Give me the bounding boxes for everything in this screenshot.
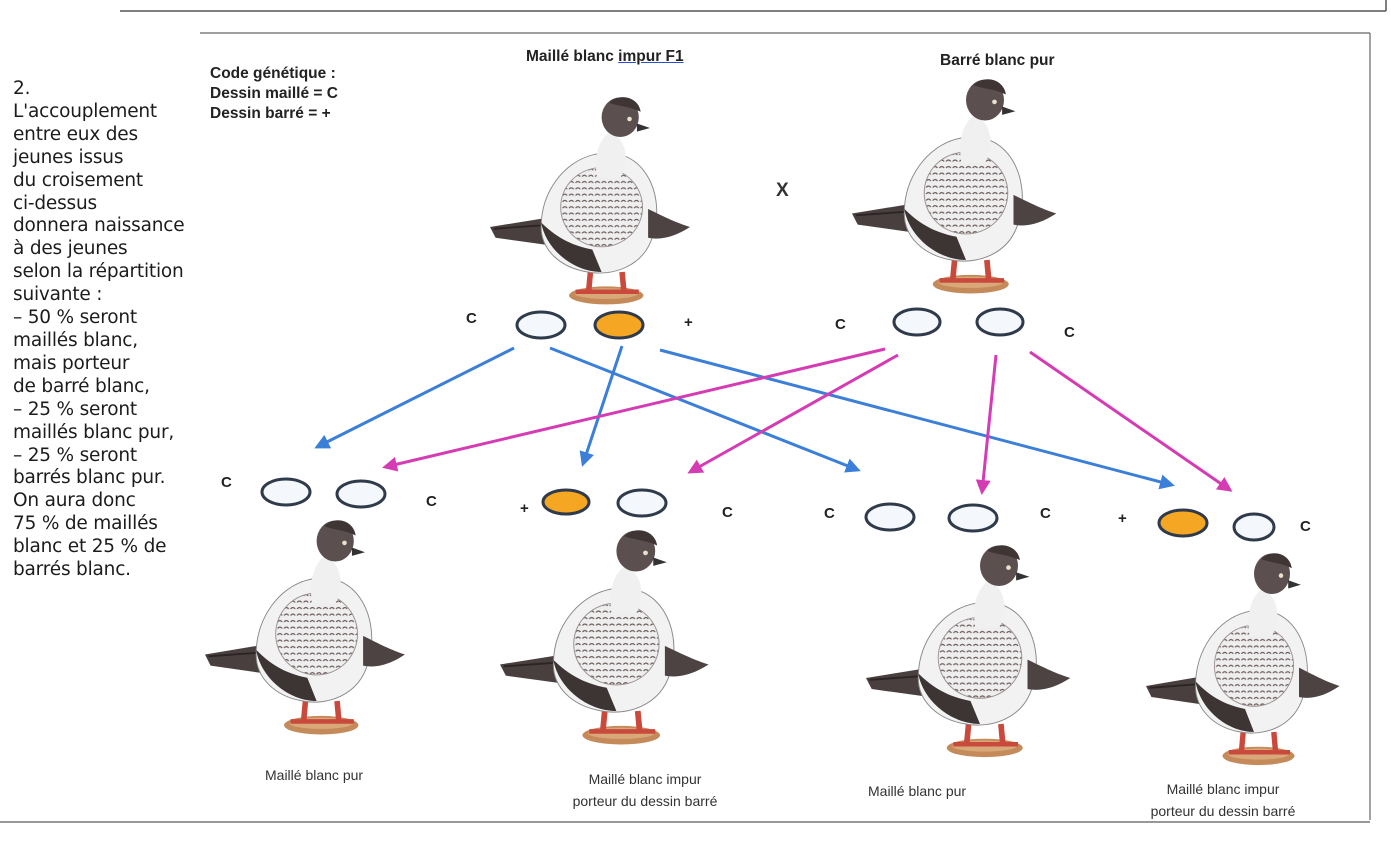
allele-oval-parent-right-2 <box>975 307 1025 337</box>
allele-oval-child4-1 <box>1157 508 1209 538</box>
explanation-line: blanc et 25 % de <box>13 536 167 558</box>
caption-child-4-line-2: porteur du dessin barré <box>1150 803 1296 819</box>
genetic-code-block: Code génétique : Dessin maillé = C Dessi… <box>210 64 338 124</box>
allele-label-child4-1: + <box>1118 510 1127 527</box>
genetic-code-heading: Code génétique : <box>210 65 336 82</box>
caption-child-4: Maillé blanc impur porteur du dessin bar… <box>1108 778 1338 822</box>
arrow-magenta-1 <box>382 347 886 472</box>
caption-child-2-line-2: porteur du dessin barré <box>572 793 718 809</box>
allele-label-child3-1: C <box>824 505 835 522</box>
allele-label-child2-1: + <box>520 500 529 517</box>
arrow-blue-3 <box>549 346 861 473</box>
arrow-magenta-2 <box>687 353 899 474</box>
explanation-line: barrés blanc. <box>13 559 131 581</box>
explanation-line: entre eux des <box>13 123 138 145</box>
allele-oval-child1-1 <box>260 477 312 507</box>
allele-oval-child3-1 <box>864 502 916 532</box>
arrow-blue-1 <box>314 346 515 449</box>
explanation-line: selon la répartition <box>13 261 184 283</box>
allele-label-child1-1: C <box>221 474 232 491</box>
allele-label-child4-2: C <box>1300 518 1311 535</box>
explanation-line: jeunes issus <box>13 146 124 168</box>
allele-oval-child3-2 <box>947 503 999 533</box>
explanation-line: – 50 % seront <box>13 307 137 329</box>
arrow-blue-4 <box>659 348 1175 490</box>
explanation-line: suivante : <box>13 284 103 306</box>
explanation-line: – 25 % seront <box>13 398 137 420</box>
parent-left-title-main: Maillé blanc <box>526 48 619 65</box>
explanation-line: On aura donc <box>13 490 136 512</box>
allele-oval-child4-2 <box>1232 512 1276 542</box>
allele-label-parent-right-2: C <box>1064 324 1075 341</box>
caption-child-2: Maillé blanc impur porteur du dessin bar… <box>530 768 760 812</box>
caption-child-3: Maillé blanc pur <box>868 783 967 799</box>
explanation-line: barrés blanc pur. <box>13 467 166 489</box>
explanation-line: du croisement <box>13 169 143 191</box>
allele-oval-child2-2 <box>616 488 668 518</box>
parent-left-title-underlined: impur F1 <box>618 48 684 65</box>
allele-label-child1-2: C <box>426 493 437 510</box>
cross-symbol: X <box>776 180 789 201</box>
genetic-code-line-2: Dessin barré = + <box>210 105 331 122</box>
allele-label-child3-2: C <box>1040 505 1051 522</box>
arrow-magenta-4 <box>1029 350 1233 492</box>
explanation-line: à des jeunes <box>13 238 128 260</box>
allele-label-parent-left-1: C <box>466 310 477 327</box>
caption-child-1: Maillé blanc pur <box>265 767 364 783</box>
arrow-magenta-3 <box>975 354 998 495</box>
allele-oval-parent-left-2 <box>593 310 645 340</box>
explanation-line: 75 % de maillés <box>13 513 158 535</box>
explanation-line: donnera naissance <box>13 215 185 237</box>
caption-child-4-line-1: Maillé blanc impur <box>1166 781 1280 797</box>
allele-oval-parent-left-1 <box>515 310 567 340</box>
explanation-line: 2. <box>13 78 31 99</box>
explanation-line: ci-dessus <box>13 192 97 214</box>
caption-child-2-line-1: Maillé blanc impur <box>588 771 702 787</box>
allele-oval-child1-2 <box>335 479 387 509</box>
parent-right-title: Barré blanc pur <box>940 52 1055 69</box>
explanation-line: mais porteur <box>13 352 130 374</box>
explanation-line: – 25 % seront <box>13 444 137 466</box>
allele-oval-child2-1 <box>541 488 591 516</box>
allele-oval-parent-right-1 <box>892 307 942 337</box>
explanation-line: L'accouplement <box>13 100 157 122</box>
explanation-line: maillés blanc, <box>13 329 138 351</box>
parent-left-title: Maillé blanc impur F1 <box>526 48 684 66</box>
arrow-blue-2 <box>579 345 624 467</box>
explanation-line: maillés blanc pur, <box>13 421 175 443</box>
explanation-line: de barré blanc, <box>13 375 150 397</box>
allele-label-child2-2: C <box>722 504 733 521</box>
genetic-code-line-1: Dessin maillé = C <box>210 85 338 102</box>
allele-label-parent-right-1: C <box>835 316 846 333</box>
allele-label-parent-left-2: + <box>684 314 693 331</box>
